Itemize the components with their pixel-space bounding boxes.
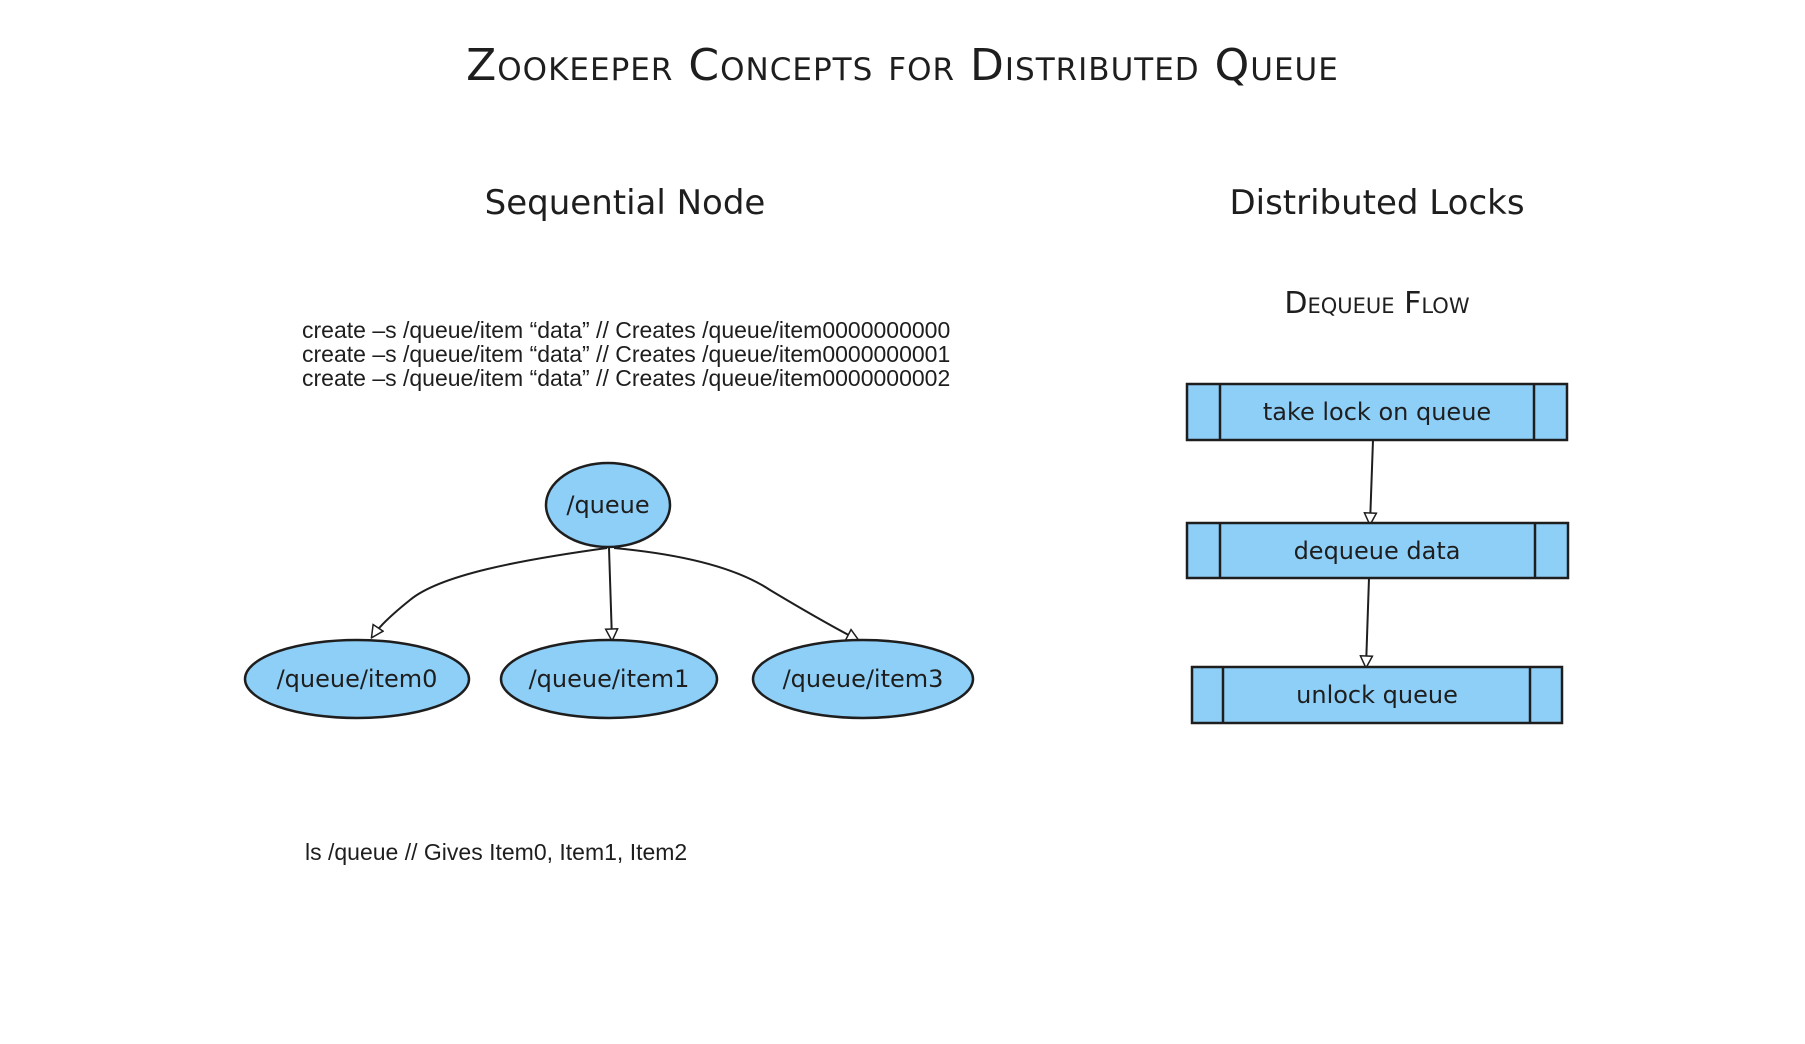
ls-command-line: ls /queue // Gives Item0, Item1, Item2: [305, 839, 688, 865]
create-command-line: create –s /queue/item “data” // Creates …: [302, 341, 951, 367]
edge-root-to-item1: [609, 547, 612, 640]
child-node-label: /queue/item0: [276, 665, 438, 693]
diagram-title: Zookeeper Concepts for Distributed Queue: [466, 40, 1339, 91]
child-node: [751, 638, 975, 720]
process-box: [1185, 382, 1569, 442]
edge-root-to-item0: [372, 547, 608, 637]
flow-step-label: take lock on queue: [1262, 398, 1492, 426]
dequeue-flow-heading: Dequeue Flow: [1284, 286, 1470, 321]
flow-edge-1: [1370, 439, 1373, 524]
flow-step-label: unlock queue: [1296, 681, 1458, 709]
create-command-line: create –s /queue/item “data” // Creates …: [302, 317, 951, 343]
process-box: [1185, 521, 1570, 580]
child-node-label: /queue/item3: [782, 665, 944, 693]
flow-step-label: dequeue data: [1293, 537, 1461, 565]
root-node-label: /queue: [566, 491, 650, 519]
child-node: [243, 638, 471, 720]
sequential-node-heading: Sequential Node: [484, 183, 766, 223]
distributed-locks-heading: Distributed Locks: [1229, 183, 1525, 223]
edge-root-to-item3: [613, 547, 858, 640]
flow-edge-2: [1366, 577, 1369, 667]
create-command-line: create –s /queue/item “data” // Creates …: [302, 365, 951, 391]
process-box: [1190, 665, 1564, 725]
child-node: [499, 638, 719, 720]
child-node-label: /queue/item1: [528, 665, 690, 693]
root-node: [544, 461, 672, 549]
